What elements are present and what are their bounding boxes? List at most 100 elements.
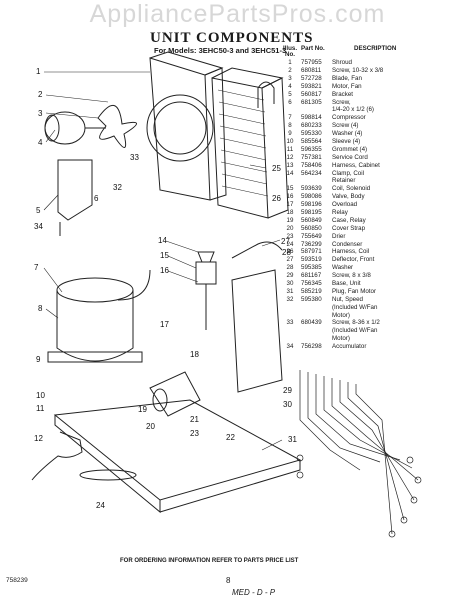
part-number: 560850 xyxy=(301,224,322,232)
part-description: (Included W/Fan xyxy=(332,303,378,311)
part-description: Harness, Cabinet xyxy=(332,161,380,169)
part-number: 598086 xyxy=(301,193,322,201)
callout: 21 xyxy=(190,415,199,424)
illus-number: 8 xyxy=(288,122,292,130)
parts-row: (Included W/Fan xyxy=(279,303,475,311)
part-number: 598196 xyxy=(301,201,322,209)
callout: 19 xyxy=(138,405,147,414)
callout: 25 xyxy=(272,164,281,173)
part-description: Bracket xyxy=(332,90,353,98)
base-drawing xyxy=(53,399,302,514)
part-description: Deflector, Front xyxy=(332,256,375,264)
callout: 28 xyxy=(282,248,291,257)
callout: 1 xyxy=(36,67,41,76)
part-description: Base, Unit xyxy=(332,280,361,288)
part-number: 593639 xyxy=(301,185,322,193)
parts-row: 8 680233 Screw (4) xyxy=(279,123,475,129)
callout: 32 xyxy=(113,183,122,192)
part-description: Motor) xyxy=(332,311,350,319)
accumulator-drawing xyxy=(257,81,275,108)
illus-number: 24 xyxy=(286,240,294,248)
illus-number: 34 xyxy=(286,343,294,351)
illus-number: 31 xyxy=(286,287,294,295)
deflector-drawing xyxy=(231,269,283,393)
illus-number: 19 xyxy=(286,216,294,224)
illus-number: 16 xyxy=(286,193,294,201)
part-description: Motor) xyxy=(332,335,350,343)
callout: 6 xyxy=(94,194,99,203)
callout: 31 xyxy=(288,435,297,444)
page-number: 8 xyxy=(226,576,231,585)
part-description: Washer (4) xyxy=(332,130,363,138)
part-number: 587971 xyxy=(301,248,322,256)
part-description: Blade, Fan xyxy=(332,74,362,82)
part-description: Washer xyxy=(332,264,354,272)
part-description: 1/4-20 x 1/2 (6) xyxy=(332,106,374,114)
callout: 26 xyxy=(272,194,281,203)
callout: 24 xyxy=(96,501,105,510)
parts-row: Motor) xyxy=(279,336,475,342)
part-description: Screw, 8-36 x 1/2 xyxy=(332,319,380,327)
part-number: 560849 xyxy=(301,216,322,224)
illus-number: 30 xyxy=(286,280,294,288)
part-description: Service Cord xyxy=(332,153,368,161)
part-number: 598195 xyxy=(301,209,322,217)
callout: 8 xyxy=(38,304,43,313)
document-number: 758239 xyxy=(6,577,28,584)
parts-row: Retainer xyxy=(279,178,475,184)
ordering-note: FOR ORDERING INFORMATION REFER TO PARTS … xyxy=(120,558,299,564)
parts-row: Motor) xyxy=(279,311,475,319)
coil-harness-drawing xyxy=(231,241,283,259)
header-illus: Illus. No. xyxy=(282,45,298,59)
callout: 22 xyxy=(226,433,235,442)
part-description: Screw, 8 x 3/8 xyxy=(332,272,371,280)
part-description: Cover Strap xyxy=(332,224,366,232)
callout: 18 xyxy=(190,350,199,359)
part-description: Relay xyxy=(332,209,348,217)
part-description: Shroud xyxy=(332,59,352,67)
illus-number: 3 xyxy=(288,74,292,82)
part-number: 680233 xyxy=(301,122,322,130)
part-description: Motor, Fan xyxy=(332,82,362,90)
part-description: Grommet (4) xyxy=(332,145,368,153)
part-number: 593821 xyxy=(301,82,322,90)
illus-number: 26 xyxy=(286,248,294,256)
part-number: 585564 xyxy=(301,138,322,145)
part-number: 595380 xyxy=(301,295,322,303)
part-number: 564234 xyxy=(301,169,322,177)
model-subtitle: For Models: 3EHC50-3 and 3EHC51-3 xyxy=(154,46,287,55)
part-number: 595385 xyxy=(301,264,322,272)
parts-row: (Included W/Fan xyxy=(279,328,475,334)
part-description: Sleeve (4) xyxy=(332,138,361,145)
parts-row: 1/4-20 x 1/2 (6) xyxy=(279,107,475,113)
part-number: 593519 xyxy=(301,256,322,264)
part-description: Accumulator xyxy=(332,343,367,351)
cabinet-harness-drawing xyxy=(296,370,422,538)
illus-number: 28 xyxy=(286,264,294,272)
illus-number: 12 xyxy=(286,153,294,161)
callout: 2 xyxy=(38,90,43,99)
part-description: Drier xyxy=(332,232,346,240)
part-number: 681167 xyxy=(301,272,322,280)
callout: 33 xyxy=(130,153,139,162)
part-description: Coil, Solenoid xyxy=(332,185,371,193)
part-number: 680811 xyxy=(301,66,322,74)
part-description: Screw (4) xyxy=(332,122,359,130)
relay-drawing xyxy=(149,371,201,417)
callout: 17 xyxy=(160,320,169,329)
